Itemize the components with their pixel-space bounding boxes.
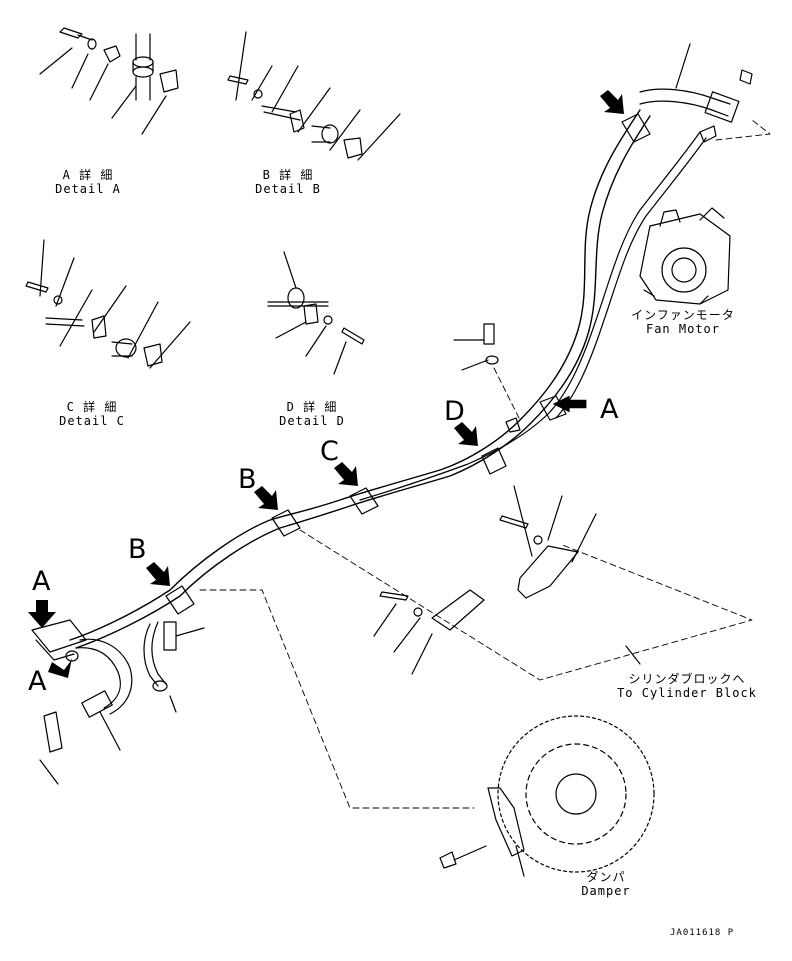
arrow-d xyxy=(454,422,478,446)
drawing-code: JA011618 P xyxy=(670,928,735,938)
detail-c-illustration xyxy=(25,239,191,369)
detail-c-en: Detail C xyxy=(59,414,125,428)
arrow-a-bottom xyxy=(48,658,72,678)
detail-b-en: Detail B xyxy=(255,182,321,196)
cylinder-block-label: シリンダブロックへ To Cylinder Block xyxy=(608,672,766,700)
damper-label: ダンパ Damper xyxy=(574,870,638,898)
callout-c: C xyxy=(320,436,339,467)
arrow-b-lower xyxy=(146,562,170,586)
leader-lines xyxy=(39,645,641,785)
cylinder-block-jp: シリンダブロックへ xyxy=(628,672,746,686)
bracket-parts xyxy=(373,323,597,675)
detail-b-illustration xyxy=(227,31,401,161)
detail-c-jp: C 詳 細 xyxy=(66,400,118,414)
detail-d-illustration xyxy=(267,251,365,375)
leader-dashed-lines xyxy=(199,119,771,809)
arrow-top-right xyxy=(600,90,624,114)
detail-c-label: C 詳 細 Detail C xyxy=(52,400,132,428)
detail-d-label: D 詳 細 Detail D xyxy=(272,400,352,428)
cylinder-block-en: To Cylinder Block xyxy=(617,686,757,700)
arrow-c xyxy=(334,462,358,486)
callout-a-top: A xyxy=(32,566,51,597)
callout-a-right: A xyxy=(600,394,619,425)
callout-a-bottom: A xyxy=(28,666,47,697)
arrow-b-upper xyxy=(254,486,278,510)
callout-b-upper: B xyxy=(238,464,257,495)
callout-b-lower: B xyxy=(128,534,147,565)
callout-arrows xyxy=(28,90,624,678)
fan-motor-en: Fan Motor xyxy=(645,322,721,336)
detail-a-en: Detail A xyxy=(55,182,121,196)
damper-jp: ダンパ xyxy=(586,870,626,884)
detail-a-jp: A 詳 細 xyxy=(62,168,114,182)
fan-motor-label: インファンモータ Fan Motor xyxy=(628,308,738,336)
detail-a-illustration xyxy=(39,27,179,135)
arrow-a-right xyxy=(552,395,587,413)
detail-b-label: B 詳 細 Detail B xyxy=(248,168,328,196)
fan-motor xyxy=(639,207,731,305)
detail-d-jp: D 詳 細 xyxy=(286,400,338,414)
damper-en: Damper xyxy=(581,884,631,898)
fan-motor-jp: インファンモータ xyxy=(631,308,735,322)
detail-d-en: Detail D xyxy=(279,414,345,428)
damper xyxy=(439,715,655,877)
detail-b-jp: B 詳 細 xyxy=(262,168,314,182)
arrow-a-top xyxy=(28,600,56,628)
detail-a-label: A 詳 細 Detail A xyxy=(48,168,128,196)
hose-clamps xyxy=(165,113,651,615)
callout-d: D xyxy=(444,396,465,427)
hose-assembly xyxy=(31,43,753,753)
